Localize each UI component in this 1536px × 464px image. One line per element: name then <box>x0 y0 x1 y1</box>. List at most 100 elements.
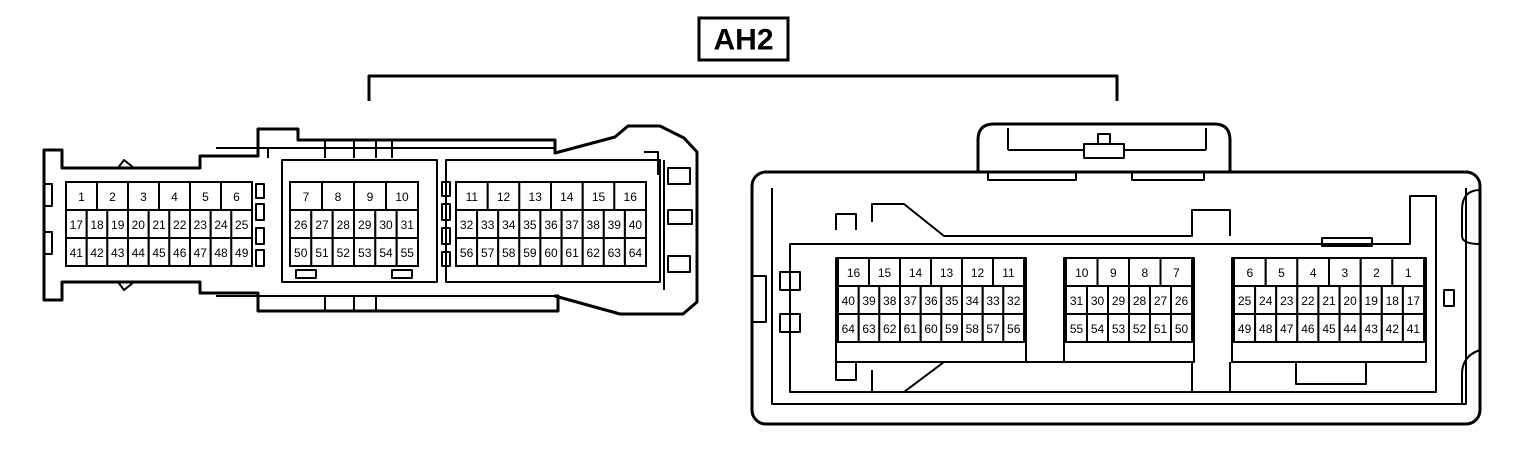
pin-cell <box>385 181 419 211</box>
pin-number: 10 <box>395 190 409 204</box>
pin-number: 37 <box>904 294 918 308</box>
pin-number: 41 <box>1407 322 1421 336</box>
connector-title: AH2 <box>713 24 773 57</box>
pin-number: 4 <box>171 190 178 204</box>
pin-number: 16 <box>624 190 638 204</box>
pin-number: 18 <box>90 218 104 232</box>
pin-number: 1 <box>78 190 85 204</box>
pin-number: 28 <box>1133 294 1147 308</box>
pin-number: 52 <box>337 246 351 260</box>
pin-number: 35 <box>523 218 537 232</box>
pin-number: 18 <box>1386 294 1400 308</box>
pin-number: 46 <box>173 246 187 260</box>
pin-number: 10 <box>1075 266 1089 280</box>
pin-number: 36 <box>924 294 938 308</box>
pin-number: 15 <box>878 266 892 280</box>
pin-number: 46 <box>1301 322 1315 336</box>
pin-cell <box>1170 313 1193 343</box>
right-connector-body <box>750 122 1482 426</box>
pin-number: 19 <box>1365 294 1379 308</box>
pin-number: 19 <box>111 218 125 232</box>
pin-number: 37 <box>565 218 579 232</box>
pin-number: 24 <box>214 218 228 232</box>
pin-number: 33 <box>986 294 1000 308</box>
pin-number: 38 <box>587 218 601 232</box>
pin-number: 36 <box>544 218 558 232</box>
pin-number: 45 <box>1322 322 1336 336</box>
pin-number: 50 <box>294 246 308 260</box>
pin-number: 20 <box>1343 294 1357 308</box>
pin-number: 48 <box>214 246 228 260</box>
pin-number: 39 <box>608 218 622 232</box>
pin-number: 34 <box>966 294 980 308</box>
pin-number: 54 <box>379 246 393 260</box>
pin-number: 3 <box>1341 266 1348 280</box>
pin-cell <box>623 237 648 267</box>
pin-number: 25 <box>235 218 249 232</box>
pin-number: 12 <box>971 266 985 280</box>
pin-number: 52 <box>1133 322 1147 336</box>
pin-number: 28 <box>337 218 351 232</box>
pin-number: 40 <box>629 218 643 232</box>
pin-number: 64 <box>842 322 856 336</box>
pin-number: 9 <box>367 190 374 204</box>
pin-number: 60 <box>544 246 558 260</box>
pin-number: 47 <box>194 246 208 260</box>
pin-number: 9 <box>1110 266 1117 280</box>
pin-number: 50 <box>1175 322 1189 336</box>
left-connector-body <box>42 124 699 316</box>
pin-number: 14 <box>560 190 574 204</box>
pin-number: 29 <box>1112 294 1126 308</box>
pin-cell <box>220 181 253 211</box>
pin-number: 59 <box>523 246 537 260</box>
pin-number: 17 <box>1407 294 1421 308</box>
pin-number: 2 <box>1373 266 1380 280</box>
pin-cell <box>1065 257 1099 287</box>
pin-number: 49 <box>1238 322 1252 336</box>
pin-number: 42 <box>90 246 104 260</box>
pin-number: 6 <box>1246 266 1253 280</box>
pin-number: 23 <box>194 218 208 232</box>
pin-number: 39 <box>862 294 876 308</box>
pin-number: 57 <box>986 322 1000 336</box>
pin-number: 53 <box>358 246 372 260</box>
pin-number: 51 <box>315 246 329 260</box>
pin-number: 54 <box>1091 322 1105 336</box>
pin-cell <box>581 181 616 211</box>
pin-number: 21 <box>1322 294 1336 308</box>
pin-number: 44 <box>1343 322 1357 336</box>
pin-cell <box>1159 257 1193 287</box>
pin-number: 22 <box>1301 294 1315 308</box>
pin-number: 51 <box>1154 322 1168 336</box>
bracket <box>367 74 1119 101</box>
pin-cell <box>1096 257 1130 287</box>
pin-number: 5 <box>202 190 209 204</box>
pin-number: 62 <box>587 246 601 260</box>
pin-number: 40 <box>842 294 856 308</box>
pin-number: 1 <box>1405 266 1412 280</box>
pin-cell <box>1401 313 1426 343</box>
pin-number: 55 <box>1070 322 1084 336</box>
pin-number: 2 <box>109 190 116 204</box>
title-box: AH2 <box>697 16 790 62</box>
pin-number: 27 <box>1154 294 1168 308</box>
pin-number: 61 <box>565 246 579 260</box>
pin-number: 7 <box>1173 266 1180 280</box>
pin-number: 14 <box>909 266 923 280</box>
pin-number: 56 <box>1007 322 1021 336</box>
pin-number: 13 <box>940 266 954 280</box>
pin-number: 20 <box>132 218 146 232</box>
pin-cell <box>837 257 870 287</box>
pin-number: 44 <box>132 246 146 260</box>
pin-number: 23 <box>1280 294 1294 308</box>
pin-cell <box>486 181 521 211</box>
pin-number: 58 <box>966 322 980 336</box>
pin-number: 58 <box>502 246 516 260</box>
pin-number: 35 <box>945 294 959 308</box>
pin-number: 33 <box>481 218 495 232</box>
